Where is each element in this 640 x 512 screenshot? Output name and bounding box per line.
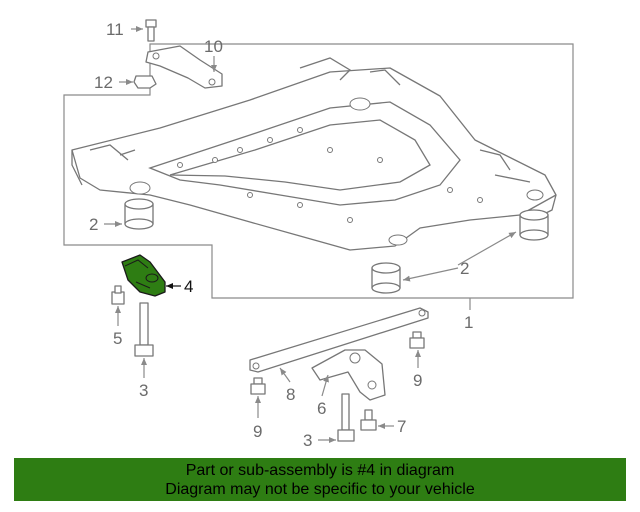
callout-11[interactable]: 11: [106, 20, 124, 39]
callout-3-left[interactable]: 3: [139, 381, 148, 400]
leader-line-2-lower: [402, 267, 459, 282]
bracket-part-6-drawing: [311, 349, 386, 401]
leader-line-8: [279, 367, 291, 383]
info-banner: Part or sub-assembly is #4 in diagram Di…: [14, 458, 626, 501]
bolt-part-11-drawing: [145, 19, 157, 42]
bolt-part-5-drawing: [111, 285, 125, 305]
callout-6[interactable]: 6: [317, 399, 326, 418]
bushing-part-2-lower-drawing: [371, 262, 401, 294]
callout-10[interactable]: 10: [204, 37, 223, 56]
callout-12[interactable]: 12: [94, 73, 113, 92]
bolt-part-7-drawing: [360, 409, 377, 431]
callout-3-lower[interactable]: 3: [303, 431, 312, 450]
callout-2-right[interactable]: 2: [460, 259, 469, 278]
callout-5[interactable]: 5: [113, 329, 122, 348]
banner-line-2: Diagram may not be specific to your vehi…: [165, 481, 475, 498]
bushing-part-2-left-drawing: [124, 198, 154, 230]
bracket-part-10-drawing: [145, 45, 223, 89]
bolt-part-3-lower-drawing: [337, 393, 355, 442]
callout-9-right[interactable]: 9: [413, 371, 422, 390]
callout-9-left[interactable]: 9: [253, 422, 262, 441]
bolt-part-9-right-drawing: [409, 331, 425, 349]
highlighted-bracket-part-4-drawing: [121, 254, 166, 297]
callout-1[interactable]: 1: [464, 313, 473, 332]
leader-line-2-right: [457, 231, 517, 266]
callout-7[interactable]: 7: [397, 417, 406, 436]
bolt-part-9-left-drawing: [250, 377, 266, 395]
leader-line-6: [321, 374, 329, 397]
crossmember-drawing: [71, 57, 557, 251]
bolt-part-3-left-drawing: [134, 302, 154, 357]
callout-8[interactable]: 8: [286, 385, 295, 404]
bar-part-8-drawing: [249, 307, 429, 373]
nut-part-12-drawing: [133, 75, 157, 89]
callout-4[interactable]: 4: [184, 277, 193, 296]
banner-line-1: Part or sub-assembly is #4 in diagram: [185, 462, 455, 479]
callout-2-left[interactable]: 2: [89, 215, 98, 234]
bushing-part-2-right-drawing: [519, 209, 549, 241]
